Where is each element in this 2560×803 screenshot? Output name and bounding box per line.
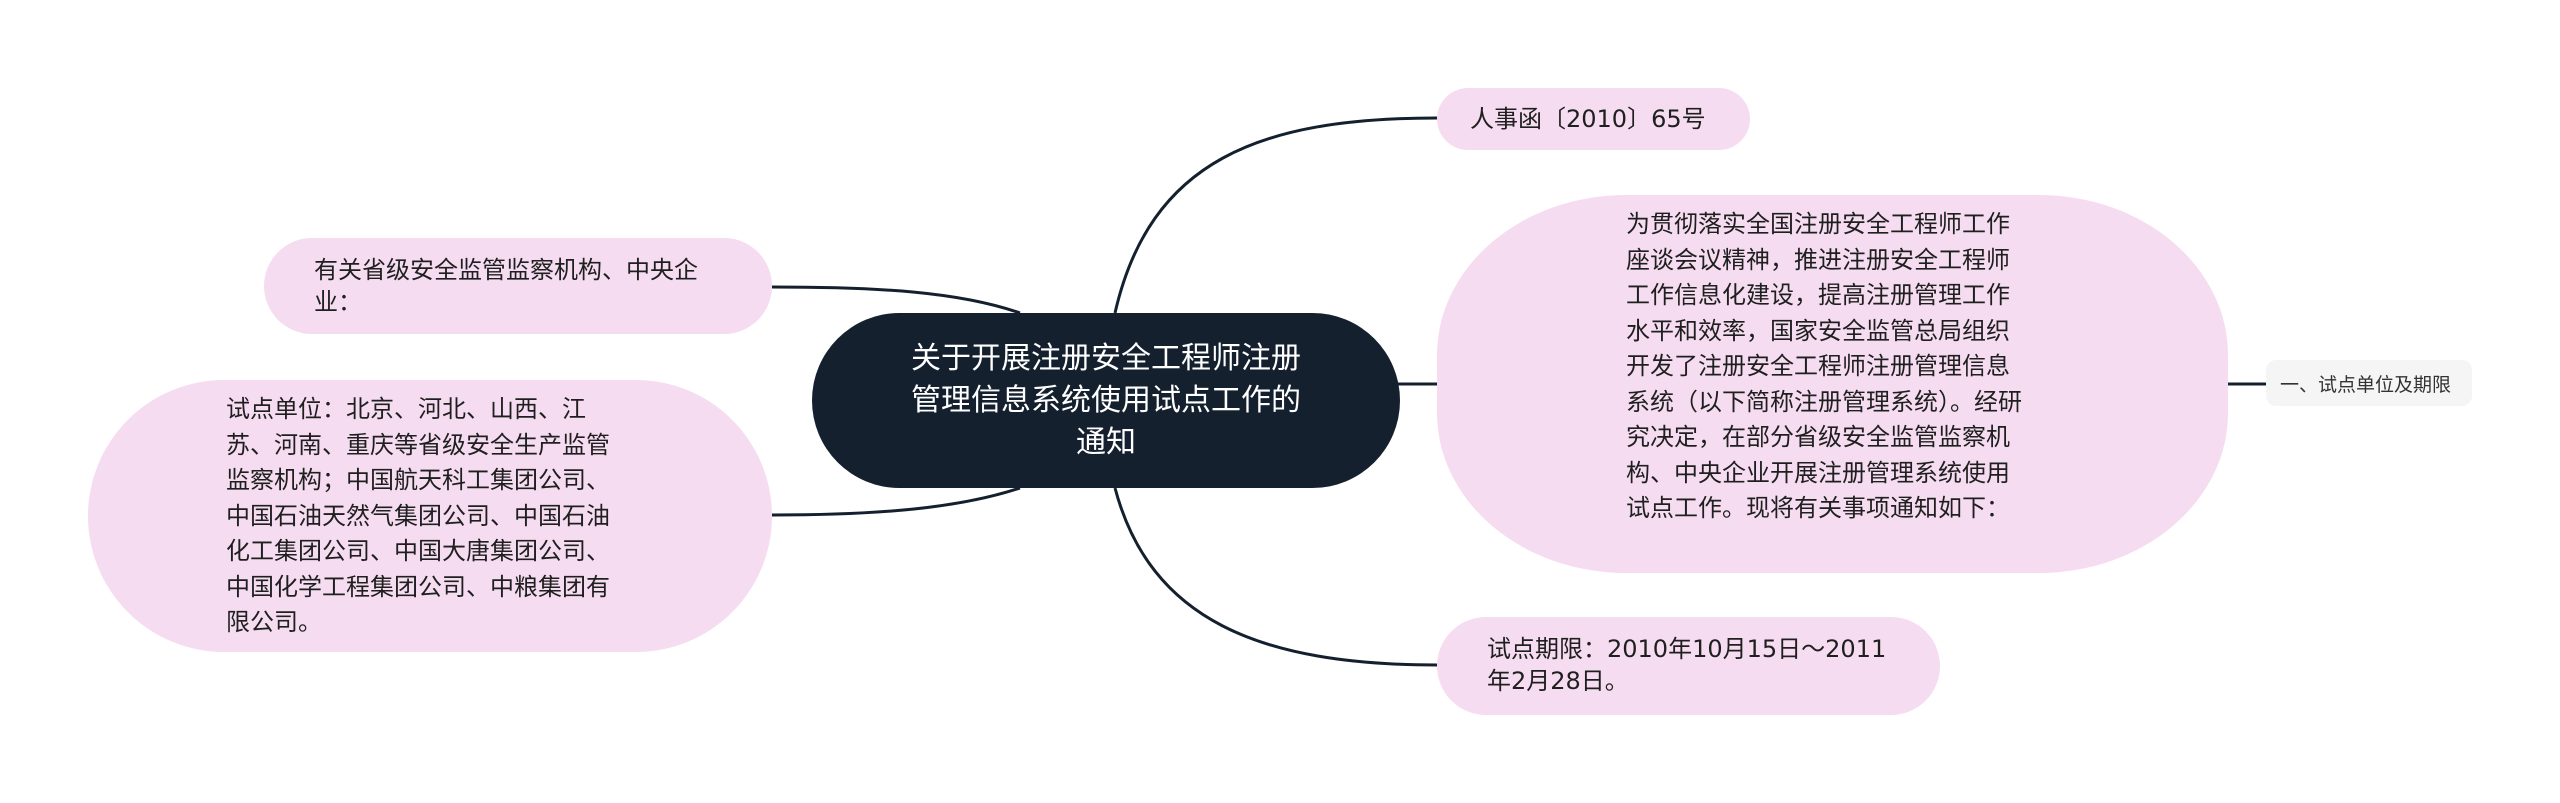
link-to-pilot-units [771, 486, 1021, 517]
node-period[interactable]: 试点期限：2010年10月15日～2011年2月28日。 [1437, 617, 1940, 715]
node-intro-label: 为贯彻落实全国注册安全工程师工作座谈会议精神，推进注册安全工程师工作信息化建设，… [1626, 210, 2022, 522]
central-topic[interactable]: 关于开展注册安全工程师注册管理信息系统使用试点工作的通知 [812, 313, 1400, 488]
node-section-1-label: 一、试点单位及期限 [2280, 373, 2452, 396]
central-topic-label: 关于开展注册安全工程师注册管理信息系统使用试点工作的通知 [911, 340, 1301, 460]
link-to-period [1113, 487, 1438, 667]
link-to-addressees [771, 285, 1021, 315]
node-addressees-label: 有关省级安全监管监察机构、中央企业： [314, 256, 698, 316]
node-period-label: 试点期限：2010年10月15日～2011年2月28日。 [1487, 635, 1887, 695]
node-pilot-units-label: 试点单位：北京、河北、山西、江苏、河南、重庆等省级安全生产监管监察机构；中国航天… [226, 395, 610, 636]
node-section-1[interactable]: 一、试点单位及期限 [2266, 360, 2472, 406]
node-addressees[interactable]: 有关省级安全监管监察机构、中央企业： [264, 238, 772, 334]
node-intro[interactable]: 为贯彻落实全国注册安全工程师工作座谈会议精神，推进注册安全工程师工作信息化建设，… [1437, 195, 2228, 573]
link-to-doc-number [1113, 116, 1438, 314]
node-doc-number[interactable]: 人事函〔2010〕65号 [1437, 88, 1750, 150]
node-doc-number-label: 人事函〔2010〕65号 [1470, 105, 1706, 133]
node-pilot-units[interactable]: 试点单位：北京、河北、山西、江苏、河南、重庆等省级安全生产监管监察机构；中国航天… [88, 380, 772, 652]
